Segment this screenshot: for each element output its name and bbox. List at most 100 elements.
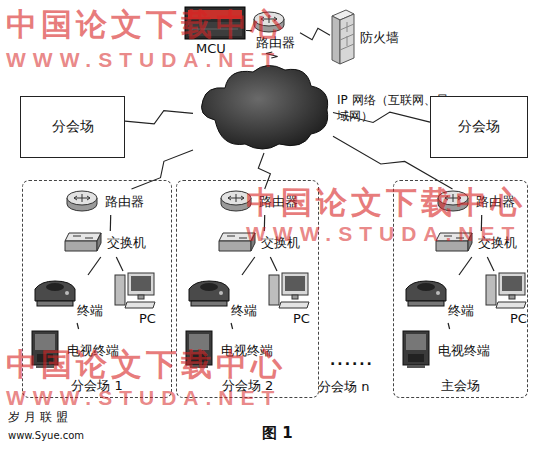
lan-link xyxy=(231,323,233,329)
node-label: PC xyxy=(293,311,310,326)
wan-link xyxy=(333,136,453,189)
lan-link xyxy=(246,30,252,31)
node-label: 防火墙 xyxy=(360,30,399,45)
router-icon xyxy=(252,10,286,34)
tv-terminal-icon xyxy=(400,329,432,369)
switch-node: 交换机 xyxy=(217,231,311,257)
cloud-shape xyxy=(193,58,333,153)
figure-caption: 图 1 xyxy=(262,424,293,443)
lan-link xyxy=(459,257,472,275)
tv-terminal-icon xyxy=(183,329,215,369)
lan-link xyxy=(487,257,494,271)
node-label: 路由器 xyxy=(476,194,515,209)
pc-node: PC xyxy=(484,271,532,329)
firewall-node: 防火墙 xyxy=(330,8,404,68)
tv-terminal-icon xyxy=(29,329,61,369)
wan-link xyxy=(333,112,430,122)
lan-link xyxy=(270,257,277,271)
wan-link xyxy=(266,52,278,58)
node-label: 交换机 xyxy=(478,235,517,250)
node-label: PC xyxy=(510,311,527,326)
router-icon xyxy=(436,189,470,213)
wan-link xyxy=(132,150,194,189)
node-label: 分会场 xyxy=(431,119,527,134)
router-node: 路由器 xyxy=(219,189,311,215)
node-label: 分会场 2 xyxy=(177,378,318,393)
node-label: 路由器 xyxy=(105,194,144,209)
node-label: 交换机 xyxy=(261,235,300,250)
site-watermark: 岁月联盟 xyxy=(8,409,72,426)
terminal-icon xyxy=(402,275,450,309)
tv-terminal-node: 电视终端 xyxy=(29,329,139,371)
node-label: 路由器 xyxy=(256,35,295,50)
node-label: 主会场 xyxy=(394,378,527,393)
node-label: 终端 xyxy=(448,303,474,318)
node-label: 电视终端 xyxy=(221,343,273,358)
terminal-node: 终端 xyxy=(31,275,111,323)
router-node: 路由器 xyxy=(436,189,528,215)
node-label: PC xyxy=(139,311,156,326)
node-label: 电视终端 xyxy=(67,343,119,358)
pc-node: PC xyxy=(267,271,315,329)
site-label: 分会场 n xyxy=(318,378,369,396)
network-cloud: IP 网络（互联网、局域网） xyxy=(193,58,333,153)
switch-icon xyxy=(434,231,474,253)
site-watermark-url: www.Syue.com xyxy=(8,430,84,441)
router-icon xyxy=(65,189,99,213)
lan-link xyxy=(448,323,450,329)
lan-link xyxy=(110,215,112,231)
node-label: 终端 xyxy=(231,303,257,318)
router-icon xyxy=(219,189,253,213)
wan-link xyxy=(300,28,330,40)
lan-link xyxy=(88,257,101,275)
terminal-icon xyxy=(31,275,79,309)
node-label: MCU xyxy=(196,41,226,56)
site-box: 分会场 xyxy=(430,96,528,158)
watermark-url: WWW.STUDA.NET xyxy=(246,222,521,246)
wan-link xyxy=(258,153,270,189)
mcu-device xyxy=(184,3,246,41)
router-node: 路由器 xyxy=(252,10,300,52)
mcu-node: MCU xyxy=(184,3,246,57)
node-label: 交换机 xyxy=(107,235,146,250)
pc-icon xyxy=(484,271,528,311)
router-node: 路由器 xyxy=(65,189,157,215)
node-label: 终端 xyxy=(77,303,103,318)
watermark: 中国论文下载中心 xyxy=(6,344,286,386)
watermark: 中国论文下载中心 xyxy=(6,4,286,46)
switch-node: 交换机 xyxy=(63,231,157,257)
node-label: 电视终端 xyxy=(438,343,490,358)
watermark-url: WWW.STUDA.NET xyxy=(6,48,281,72)
site-group: 主会场 路由器交换机终端 PC 电视终端 xyxy=(393,180,528,398)
node-label: 分会场 1 xyxy=(23,378,171,393)
site-box: 分会场 xyxy=(20,96,125,158)
wan-link xyxy=(125,111,193,124)
lan-link xyxy=(481,215,483,231)
pc-node: PC xyxy=(113,271,161,329)
site-group: 分会场 1 路由器交换机终端 PC 电视终端 xyxy=(22,180,172,398)
lan-link xyxy=(264,215,266,231)
firewall-icon xyxy=(330,8,356,66)
terminal-icon xyxy=(185,275,233,309)
site-group: 分会场 2 路由器交换机终端 PC 电视终端 xyxy=(176,180,319,398)
terminal-node: 终端 xyxy=(402,275,482,323)
lan-link xyxy=(242,257,255,275)
lan-link xyxy=(116,257,123,271)
lan-link xyxy=(77,323,79,329)
node-label: 分会场 xyxy=(21,119,124,134)
tv-terminal-node: 电视终端 xyxy=(400,329,510,371)
terminal-node: 终端 xyxy=(185,275,265,323)
node-label: 路由器 xyxy=(259,194,298,209)
switch-icon xyxy=(217,231,257,253)
pc-icon xyxy=(113,271,157,311)
watermark-url: WWW.STUDA.NET xyxy=(6,386,281,410)
ellipsis-mark: ...... xyxy=(330,352,374,368)
switch-icon xyxy=(63,231,103,253)
switch-node: 交换机 xyxy=(434,231,528,257)
tv-terminal-node: 电视终端 xyxy=(183,329,293,371)
pc-icon xyxy=(267,271,311,311)
watermark: 中国论文下载中心 xyxy=(246,182,526,224)
